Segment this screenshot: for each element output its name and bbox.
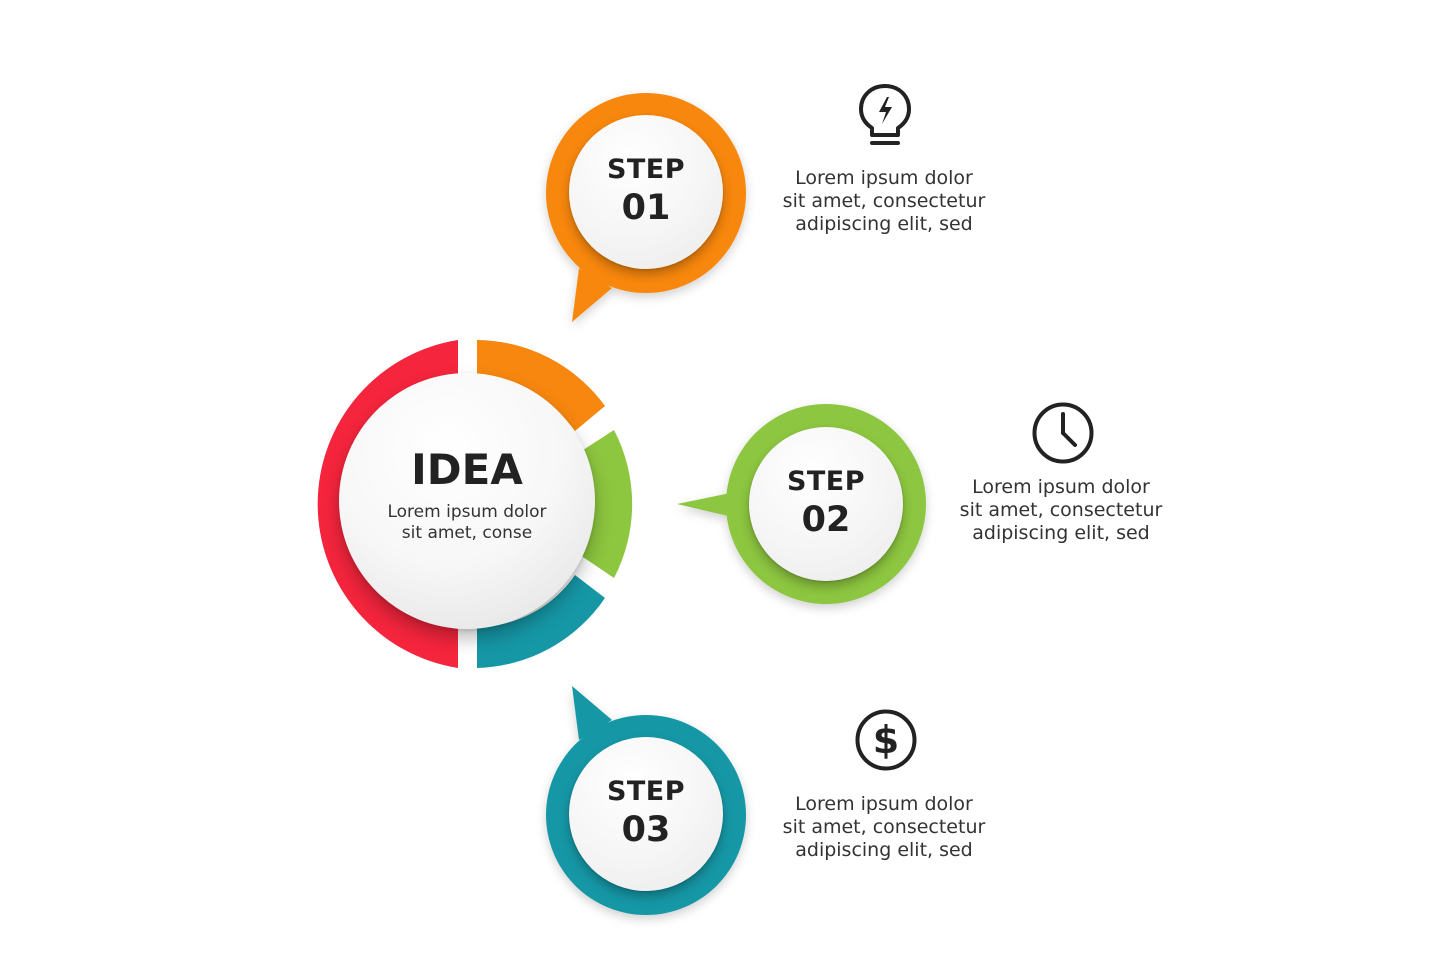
step-01-description-line-2: sit amet, consectetur — [782, 190, 986, 212]
step-03-disc: STEP 03 — [569, 737, 723, 891]
idea-title: IDEA — [411, 445, 523, 494]
lightbulb-icon — [859, 84, 911, 145]
step-02-description-line-1: Lorem ipsum dolor — [972, 476, 1150, 498]
idea-circle: IDEA Lorem ipsum dolor sit amet, conse — [339, 373, 595, 629]
step-03-description-line-3: adipiscing elit, sed — [795, 839, 973, 861]
ring-segment-green — [580, 430, 633, 578]
step-01-disc: STEP 01 — [569, 115, 723, 269]
ring-segment-orange — [477, 340, 605, 431]
step-02-disc: STEP 02 — [749, 427, 903, 581]
svg-text:$: $ — [873, 718, 899, 762]
step-01-label: STEP — [606, 154, 686, 185]
ring-segment-red — [317, 340, 458, 668]
step-03-description: Lorem ipsum dolor sit amet, consectetur … — [754, 793, 1014, 862]
step-02-description-line-2: sit amet, consectetur — [959, 499, 1163, 521]
step-02-number: 02 — [801, 500, 851, 540]
step-01-description: Lorem ipsum dolor sit amet, consectetur … — [754, 167, 1014, 236]
center-ring — [317, 340, 633, 668]
step-03-description-line-2: sit amet, consectetur — [782, 816, 986, 838]
step-03-description-line-1: Lorem ipsum dolor — [795, 793, 973, 815]
idea-description-line-1: Lorem ipsum dolor — [387, 502, 547, 522]
step-01-number: 01 — [621, 188, 671, 228]
step-03-number: 03 — [621, 810, 671, 850]
step-03-label: STEP — [606, 776, 686, 807]
idea-description: Lorem ipsum dolor sit amet, conse — [387, 502, 546, 544]
clock-icon — [1032, 402, 1094, 464]
step-01-description-line-3: adipiscing elit, sed — [795, 213, 973, 235]
step-01-description-line-1: Lorem ipsum dolor — [795, 167, 973, 189]
step-02-label: STEP — [786, 466, 866, 497]
idea-description-line-2: sit amet, conse — [401, 523, 533, 543]
step-02-description-line-3: adipiscing elit, sed — [972, 522, 1150, 544]
ring-segment-teal — [477, 575, 605, 668]
step-02-description: Lorem ipsum dolor sit amet, consectetur … — [931, 476, 1191, 545]
dollar-icon: $ — [855, 709, 917, 771]
